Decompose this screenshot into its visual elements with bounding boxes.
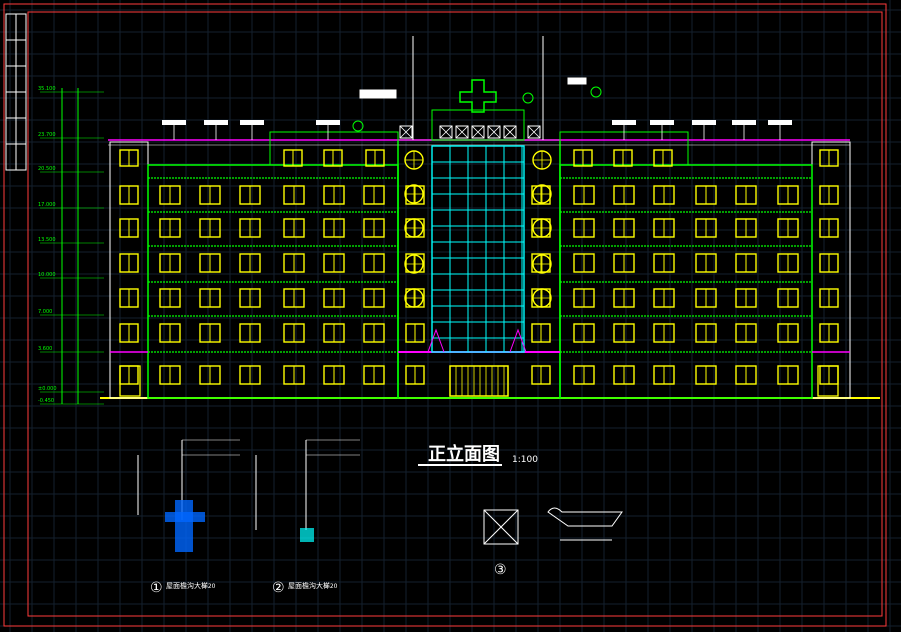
callout-circle bbox=[590, 86, 602, 98]
side-door bbox=[119, 365, 141, 397]
roof-vent-x bbox=[527, 125, 541, 139]
inner-frame bbox=[27, 11, 883, 617]
outer-frame bbox=[3, 3, 887, 627]
roof-vent-x bbox=[471, 125, 485, 139]
level-label: 10.000 bbox=[38, 272, 56, 278]
detail-2 bbox=[255, 439, 360, 542]
roof-vent bbox=[439, 125, 453, 139]
detail-3-marker: ③ bbox=[494, 562, 507, 578]
roof-tag bbox=[612, 120, 636, 125]
level-label: 7.000 bbox=[38, 309, 52, 315]
curtain-frame bbox=[431, 145, 525, 353]
canopy-strut bbox=[509, 328, 527, 353]
detail-2-scale: 1:20 bbox=[324, 583, 338, 590]
level-label: 3.600 bbox=[38, 346, 52, 352]
detail-2-title: 屋面檐沟大样 bbox=[288, 581, 330, 590]
level-ruler: 35.100 23.700 20.500 17.000 13.500 10.000 7.00… bbox=[38, 86, 104, 405]
round-windows bbox=[404, 150, 552, 308]
roof-vent bbox=[471, 125, 485, 139]
detail-1-marker: ① bbox=[150, 580, 163, 596]
main-entrance-door bbox=[449, 365, 509, 397]
level-label: 20.500 bbox=[38, 166, 56, 172]
roof-vent-x bbox=[487, 125, 501, 139]
side-door bbox=[817, 365, 839, 397]
detail-1-scale: 1:20 bbox=[202, 583, 216, 590]
roof-vent bbox=[503, 125, 517, 139]
roof-cross-symbol bbox=[459, 79, 497, 113]
callout-circle bbox=[352, 120, 364, 132]
roof-vent-x bbox=[503, 125, 517, 139]
level-label: -0.450 bbox=[38, 398, 54, 404]
callout-circle bbox=[522, 92, 534, 104]
roof-tag bbox=[692, 120, 716, 125]
floor-bands bbox=[110, 177, 850, 353]
title-block-strip bbox=[5, 13, 27, 171]
roof-tag bbox=[768, 120, 792, 125]
curtain-wall bbox=[427, 145, 527, 353]
level-label: 17.000 bbox=[38, 202, 56, 208]
roof-annotation-tags bbox=[162, 86, 792, 140]
roof-tag bbox=[316, 120, 340, 125]
drawing-scale: 1:100 bbox=[512, 455, 538, 465]
roof-tag bbox=[732, 120, 756, 125]
drawing-title: 正立面图 bbox=[428, 443, 500, 465]
canopy-strut bbox=[427, 328, 445, 353]
detail-1-title: 屋面檐沟大样 bbox=[166, 581, 208, 590]
roof-vent bbox=[527, 125, 541, 139]
roof-tag bbox=[650, 120, 674, 125]
antenna-masts bbox=[359, 36, 587, 140]
level-label: ±0.000 bbox=[38, 386, 57, 392]
roof-tag bbox=[204, 120, 228, 125]
window-grid bbox=[119, 149, 839, 397]
roof-vent-x bbox=[439, 125, 453, 139]
level-label: 23.700 bbox=[38, 132, 56, 138]
level-label: 35.100 bbox=[38, 86, 56, 92]
roof-vent-x bbox=[455, 125, 469, 139]
roof-vents bbox=[399, 125, 541, 139]
detail-2-marker: ② bbox=[272, 580, 285, 596]
roof-vent bbox=[455, 125, 469, 139]
level-label: 13.500 bbox=[38, 237, 56, 243]
roof-vent bbox=[487, 125, 501, 139]
detail-1 bbox=[137, 439, 240, 552]
roof-tag bbox=[240, 120, 264, 125]
roof-vent-x bbox=[399, 125, 413, 139]
detail-3 bbox=[483, 507, 623, 545]
roof-tag bbox=[162, 120, 186, 125]
roof-vent bbox=[399, 125, 413, 139]
